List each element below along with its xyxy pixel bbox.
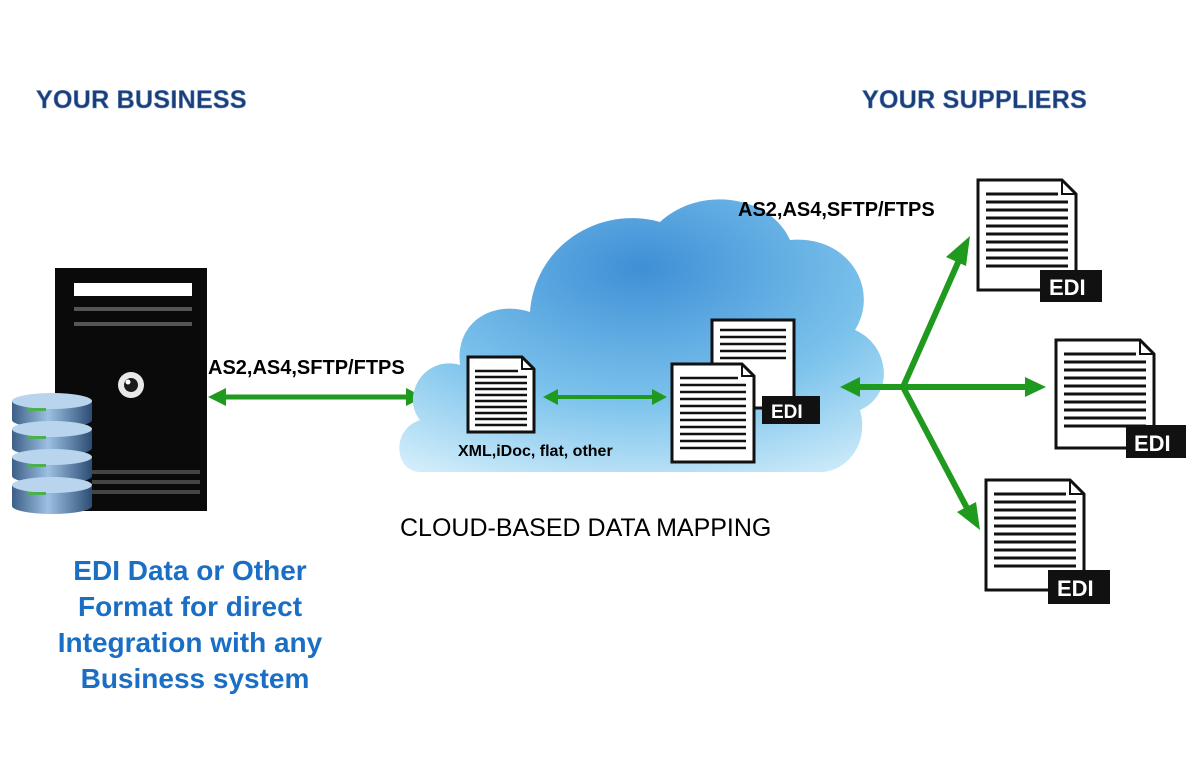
arrow-mapping — [543, 389, 667, 405]
arrow-cloud-to-suppliers — [840, 236, 1046, 530]
database-icon — [12, 393, 92, 514]
business-heading: YOUR BUSINESS — [36, 86, 247, 114]
business-description-line: Business system — [81, 663, 310, 694]
suppliers-heading: YOUR SUPPLIERS — [862, 86, 1087, 114]
supplier-edi-label: EDI — [1049, 275, 1086, 300]
formats-label: XML,iDoc, flat, other — [458, 443, 613, 460]
business-description-line: EDI Data or Other — [73, 555, 306, 586]
business-description-line: Format for direct — [78, 591, 302, 622]
protocol-label-left: AS2,AS4,SFTP/FTPS — [208, 357, 405, 379]
mapped-edi-document-icon — [670, 318, 820, 464]
business-description-line: Integration with any — [58, 627, 323, 658]
cloud-edi-label: EDI — [771, 402, 803, 423]
business-description: EDI Data or Other Format for direct Inte… — [58, 555, 323, 694]
supplier-edi-label: EDI — [1057, 576, 1094, 601]
supplier-edi-document-icon — [1054, 338, 1186, 458]
supplier-edi-document-icon — [976, 178, 1102, 302]
supplier-edi-label: EDI — [1134, 431, 1171, 456]
protocol-label-right: AS2,AS4,SFTP/FTPS — [738, 199, 935, 221]
supplier-edi-document-icon — [984, 478, 1110, 604]
cloud-caption: CLOUD-BASED DATA MAPPING — [400, 514, 771, 542]
arrow-business-to-cloud — [208, 388, 424, 406]
source-document-icon — [466, 355, 536, 434]
